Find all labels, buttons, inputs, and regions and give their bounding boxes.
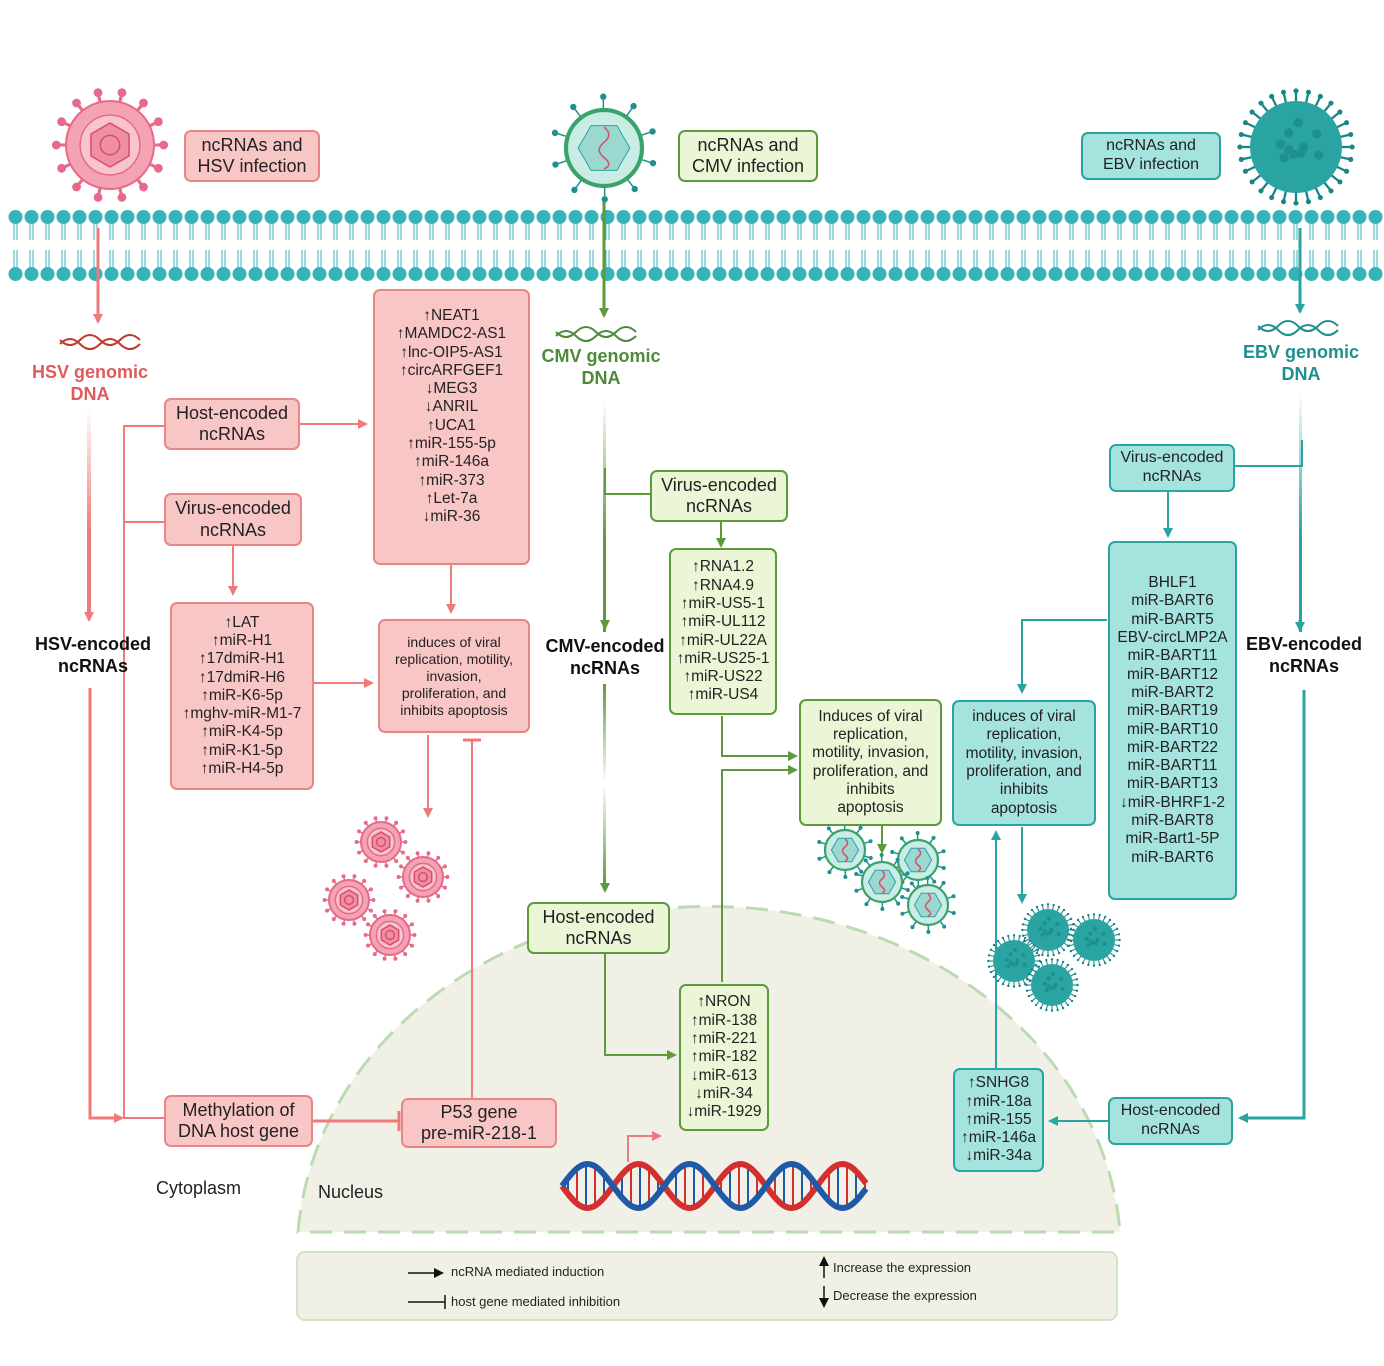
legend-increase-text: Increase the expression	[833, 1260, 972, 1275]
cmv-virus-encoded-box: Virus-encoded ncRNAs	[650, 470, 788, 522]
legend-inhibition-text: host gene mediated inhibition	[451, 1294, 621, 1309]
ebv-genomic-dna-label: EBV genomic DNA	[1242, 342, 1360, 384]
ebv-host-encoded-box: Host-encoded ncRNAs	[1108, 1097, 1233, 1145]
hsv-effect-box: induces of viral replication, motility, …	[378, 619, 530, 733]
hsv-host-encoded-box: Host-encoded ncRNAs	[164, 398, 300, 450]
legend-box	[296, 1251, 1118, 1321]
ebv-encoded-label: EBV-encoded ncRNAs	[1245, 634, 1363, 676]
cmv-title-box: ncRNAs and CMV infection	[678, 130, 818, 182]
ebv-title-box: ncRNAs and EBV infection	[1081, 132, 1221, 180]
hsv-virion-icon	[51, 88, 169, 202]
hsv-genomic-dna-label: HSV genomic DNA	[31, 362, 149, 404]
hsv-methylation-box: Methylation of DNA host gene	[164, 1095, 313, 1147]
nucleus-label: Nucleus	[318, 1182, 384, 1202]
hsv-title-box: ncRNAs and HSV infection	[184, 130, 320, 182]
legend-induction-text: ncRNA mediated induction	[451, 1264, 605, 1279]
cmv-effect-box: Induces of viral replication, motility, …	[799, 699, 942, 826]
ebv-virus-encoded-box: Virus-encoded ncRNAs	[1109, 444, 1235, 492]
hsv-virus-encoded-box: Virus-encoded ncRNAs	[164, 493, 302, 546]
cmv-host-ncrna-list: ↑NRON ↑miR-138 ↑miR-221 ↑miR-182 ↓miR-61…	[679, 984, 769, 1131]
hsv-host-ncrna-list: ↑NEAT1 ↑MAMDC2-AS1 ↑lnc-OIP5-AS1 ↑circAR…	[373, 289, 530, 565]
ebv-progeny-virions-icon	[987, 903, 1121, 1012]
cytoplasm-label: Cytoplasm	[156, 1178, 242, 1198]
ebv-virion-icon	[1237, 88, 1355, 206]
cmv-encoded-label: CMV-encoded ncRNAs	[545, 636, 665, 678]
ebv-virus-ncrna-list: BHLF1 miR-BART6 miR-BART5 EBV-circLMP2A …	[1108, 541, 1237, 900]
hsv-virus-ncrna-list: ↑LAT ↑miR-H1 ↑17dmiR-H1 ↑17dmiR-H6 ↑miR-…	[170, 602, 314, 790]
cmv-dna-squiggle-icon	[555, 326, 637, 342]
cmv-virion-icon	[551, 93, 657, 203]
hsv-encoded-label: HSV-encoded ncRNAs	[34, 634, 152, 676]
hsv-progeny-virions-icon	[322, 816, 450, 961]
cell-membrane-icon	[8, 210, 1383, 281]
legend-decrease-text: Decrease the expression	[833, 1288, 977, 1303]
hsv-dna-squiggle-icon	[59, 334, 141, 350]
cmv-genomic-dna-label: CMV genomic DNA	[541, 346, 661, 388]
cmv-progeny-virions-icon	[817, 821, 956, 934]
cmv-host-encoded-box: Host-encoded ncRNAs	[527, 902, 670, 954]
ebv-host-ncrna-list: ↑SNHG8 ↑miR-18a ↑miR-155 ↑miR-146a ↓miR-…	[953, 1068, 1044, 1172]
cmv-virus-ncrna-list: ↑RNA1.2 ↑RNA4.9 ↑miR-US5-1 ↑miR-UL112 ↑m…	[669, 548, 777, 715]
dna-helix-icon	[559, 1160, 869, 1212]
p53-gene-box: P53 gene pre-miR-218-1	[401, 1098, 557, 1148]
ebv-dna-squiggle-icon	[1257, 320, 1339, 336]
ebv-effect-box: induces of viral replication, motility, …	[952, 700, 1096, 826]
